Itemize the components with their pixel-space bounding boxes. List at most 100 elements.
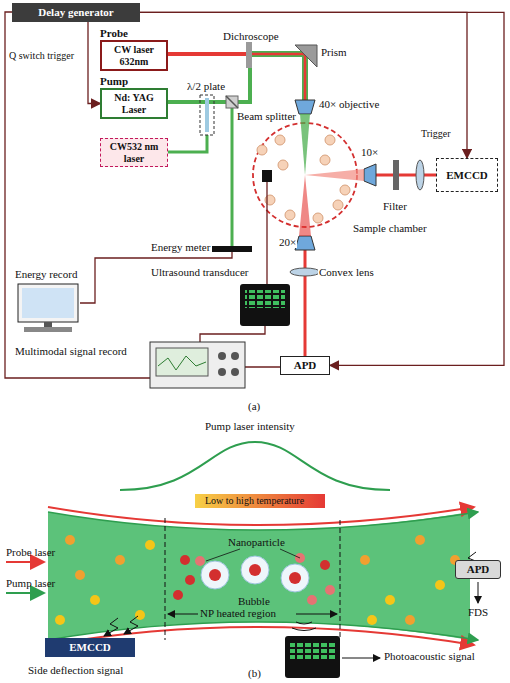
part-label: 10× bbox=[360, 146, 379, 158]
edge-label: Trigger bbox=[420, 128, 452, 139]
part-label: Bubble bbox=[238, 595, 270, 607]
device-box: EMCCD bbox=[436, 158, 498, 192]
oscilloscope-part bbox=[158, 356, 206, 370]
trigger-wire bbox=[140, 12, 504, 365]
oscilloscope-part bbox=[231, 352, 239, 360]
computer-icon bbox=[18, 284, 78, 332]
device-box: APD bbox=[455, 560, 501, 579]
beam-region-part-part bbox=[90, 595, 100, 605]
beam-arrows-part bbox=[6, 592, 44, 594]
optics-part bbox=[295, 236, 315, 250]
optics bbox=[200, 42, 424, 276]
part-label: 40× objective bbox=[318, 98, 380, 110]
beam-region-part-part bbox=[115, 555, 125, 565]
signal-wires-part bbox=[200, 326, 265, 342]
beam-arrows-part bbox=[206, 549, 240, 561]
beam-region-part-part bbox=[435, 580, 445, 590]
beam-region-part bbox=[48, 507, 474, 525]
transducer-device-part bbox=[240, 284, 290, 326]
part-label: Probe laser bbox=[6, 546, 55, 558]
energy-meter bbox=[212, 246, 252, 252]
oscilloscope-part bbox=[218, 368, 226, 376]
beam-region-part bbox=[165, 518, 166, 640]
device-box: EMCCD bbox=[45, 638, 135, 657]
beam-arrows-part bbox=[342, 658, 380, 659]
part-label: Side deflection signal bbox=[28, 664, 123, 676]
oscilloscope-part bbox=[156, 348, 208, 376]
part-label: 20× bbox=[278, 236, 297, 248]
optical-path-part bbox=[376, 174, 436, 177]
transducer-device-part bbox=[245, 290, 285, 308]
part-label: λ/2 plate bbox=[186, 80, 226, 92]
energy-meter-part bbox=[212, 246, 252, 252]
box-text: CW532 nm laser bbox=[104, 141, 164, 164]
beam-region bbox=[48, 507, 478, 645]
sample-chamber-part-part bbox=[313, 213, 323, 223]
device-box: PumpNd: YAG Laser bbox=[100, 88, 168, 119]
part-label: Ultrasound transducer bbox=[150, 266, 249, 278]
optics-part bbox=[200, 95, 214, 135]
beam-region-part-part bbox=[173, 590, 183, 600]
beam-region-part-part bbox=[325, 585, 335, 595]
beam-region-part-part bbox=[209, 569, 221, 581]
beam-region-part-part bbox=[135, 610, 145, 620]
box-text: Nd: YAG Laser bbox=[105, 92, 163, 115]
sample-chamber-part-part bbox=[257, 145, 267, 155]
optics-part bbox=[393, 160, 399, 190]
box-text: Delay generator bbox=[16, 6, 136, 19]
optics-part bbox=[416, 160, 424, 190]
trigger-wire bbox=[140, 12, 467, 158]
sample-chamber bbox=[253, 114, 364, 236]
beam-region-part-part bbox=[320, 560, 330, 570]
beam-region-part-part bbox=[185, 575, 195, 585]
beam-region-part-part bbox=[145, 540, 155, 550]
box-text: EMCCD bbox=[446, 169, 488, 182]
sample-chamber-part-part bbox=[325, 135, 335, 145]
computer-icon-part bbox=[44, 322, 52, 327]
part-label: Pump laser intensity bbox=[205, 420, 295, 432]
beam-arrows bbox=[6, 549, 478, 658]
signal-wires-part bbox=[245, 366, 280, 367]
optics-part bbox=[295, 45, 317, 67]
beam-arrows-part bbox=[280, 549, 300, 558]
beam-region-part-part bbox=[55, 615, 65, 625]
intensity-profile-part bbox=[195, 494, 325, 508]
optics-part bbox=[205, 98, 209, 132]
beam-arrows-part bbox=[104, 618, 118, 636]
sample-chamber-part-part bbox=[333, 200, 343, 210]
optical-path-part bbox=[304, 250, 307, 356]
beam-region-part-part bbox=[367, 615, 377, 625]
optics-part bbox=[226, 96, 238, 108]
sample-chamber-part bbox=[305, 169, 364, 181]
beam-region-part-part bbox=[180, 555, 190, 565]
beam-region-part-part bbox=[360, 555, 370, 565]
oscilloscope-part bbox=[150, 342, 245, 388]
part-label: Energy record bbox=[14, 268, 78, 280]
box-text: APD bbox=[459, 563, 497, 576]
beam-arrows-part bbox=[478, 582, 479, 603]
beam-region-part-part bbox=[281, 564, 309, 592]
optics-part bbox=[295, 100, 315, 114]
beam-region-part bbox=[48, 512, 470, 640]
beam-region-part-part bbox=[405, 615, 415, 625]
optical-path-part bbox=[168, 135, 207, 152]
transducer-device-b-part bbox=[285, 636, 340, 678]
part-label: Energy meter bbox=[150, 241, 211, 253]
part-label: Filter bbox=[382, 200, 408, 212]
beam-region-part-part bbox=[415, 535, 425, 545]
part-label: Sample chamber bbox=[352, 222, 428, 234]
signal-wires-part bbox=[266, 182, 267, 284]
part-label: Convex lens bbox=[318, 266, 375, 278]
sample-chamber-part-part bbox=[278, 160, 288, 170]
device-box: Delay generator bbox=[12, 3, 140, 22]
optical-path-part bbox=[168, 54, 250, 102]
sample-chamber-part-part bbox=[285, 210, 295, 220]
computer-icon-part bbox=[22, 288, 74, 318]
trigger-wire bbox=[88, 22, 100, 104]
signal-wires bbox=[5, 12, 280, 378]
beam-region-part-part bbox=[307, 595, 317, 605]
oscilloscope-part bbox=[231, 368, 239, 376]
optical-path-part bbox=[231, 102, 234, 246]
